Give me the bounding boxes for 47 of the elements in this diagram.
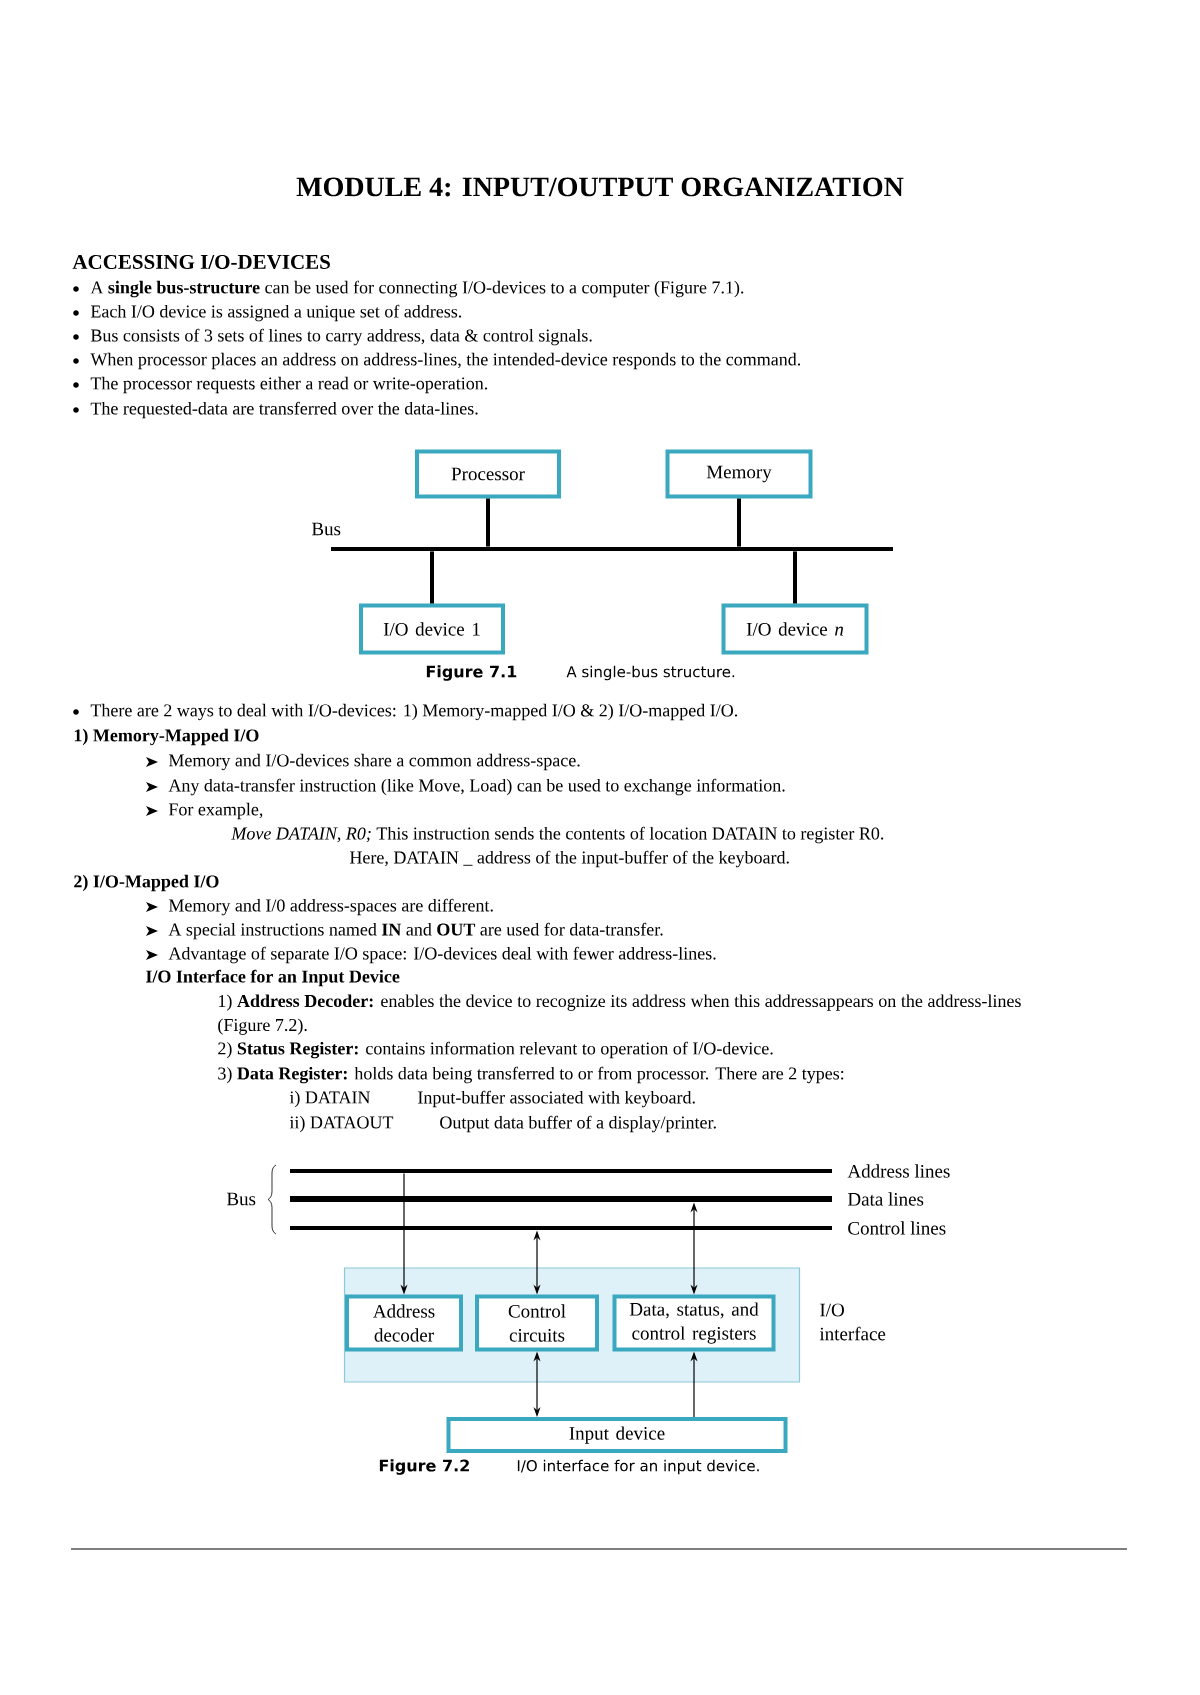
figure-caption: A single-bus structure. [566, 665, 735, 681]
memory-box: Memory [665, 449, 813, 499]
control-box: Control circuits [475, 1294, 599, 1352]
device-box: I/O device 1 [359, 603, 505, 655]
line-label: Control lines [848, 1221, 946, 1235]
subsection-heading: 1) Memory-Mapped I/O [74, 728, 259, 746]
section-heading: ACCESSING I/O-DEVICES [72, 254, 330, 270]
device-box: I/O device n [721, 603, 869, 655]
bullet-text: Bus consists of 3 sets of lines to carry address, data & control signals. [90, 328, 592, 346]
bullet-text: A special instructions named IN and OUT are used for data-transfer. [168, 922, 663, 940]
bullet-text: When processor places an address on address-lines, the intended-device responds to the command. [90, 352, 801, 370]
connector [737, 498, 741, 547]
list-item: ii) DATAOUT [289, 1115, 394, 1133]
bullet-text: The processor requests either a read or write-operation. [90, 376, 488, 394]
bullet-text: Each I/O device is assigned a unique set of address. [90, 304, 462, 322]
example-text: Move DATAIN, R0; This instruction sends the contents of location DATAIN to register R0. [231, 826, 884, 844]
connector [793, 551, 797, 604]
line-label: Address lines [847, 1164, 950, 1178]
decoder-box: Address decoder [345, 1294, 463, 1352]
bullet-text: There are 2 ways to deal with I/O-devices: 1) Memory-mapped I/O & 2) I/O-mapped I/O. [90, 703, 738, 721]
note-text: Here, DATAIN _ address of the input-buffer of the keyboard. [349, 850, 789, 868]
line-label: Bus [311, 522, 341, 536]
subheading: I/O Interface for an Input Device [146, 969, 400, 987]
processor-box: Processor [415, 449, 561, 499]
item-description: Output data buffer of a display/printer. [440, 1115, 716, 1133]
connector [486, 498, 490, 547]
list-item: 2) Status Register: contains information relevant to operation of I/O-device. [218, 1041, 773, 1059]
bullet-text: The requested-data are transferred over the data-lines. [90, 401, 478, 419]
input-device-box: Input device [446, 1417, 788, 1453]
bus-label: Bus [226, 1192, 256, 1206]
page-title: MODULE 4: INPUT/OUTPUT ORGANIZATION [296, 177, 904, 197]
bullet-text: Advantage of separate I/O space: I/O-devices deal with fewer address-lines. [168, 946, 716, 964]
connector [430, 551, 434, 604]
list-item: 3) Data Register: holds data being transferred to or from processor. There are 2 types: [218, 1066, 844, 1084]
subsection-heading: 2) I/O-Mapped I/O [74, 874, 219, 892]
item-description: Input-buffer associated with keyboard. [418, 1090, 695, 1108]
list-item: i) DATAIN [289, 1090, 371, 1108]
register-box: Data, status, and control registers [612, 1294, 776, 1352]
node-label: I/O interface [819, 1303, 886, 1341]
bullet-text: Memory and I/0 address-spaces are different. [168, 898, 493, 916]
line-label: Data lines [847, 1192, 924, 1206]
bullet-text: Any data-transfer instruction (like Move, Load) can be used to exchange information. [168, 778, 785, 796]
bullet-text: A single bus-structure can be used for connecting I/O-devices to a computer (Figure 7.1). [90, 280, 744, 298]
bullet-text: For example, [168, 802, 263, 820]
list-item: 1) Address Decoder: enables the device to recognize its address when this addressappears on the address-lines (Figure 7.2). [218, 994, 1021, 1035]
figure-number: Figure 7.2 [379, 1459, 469, 1475]
bullet-text: Memory and I/O-devices share a common address-space. [168, 753, 580, 771]
